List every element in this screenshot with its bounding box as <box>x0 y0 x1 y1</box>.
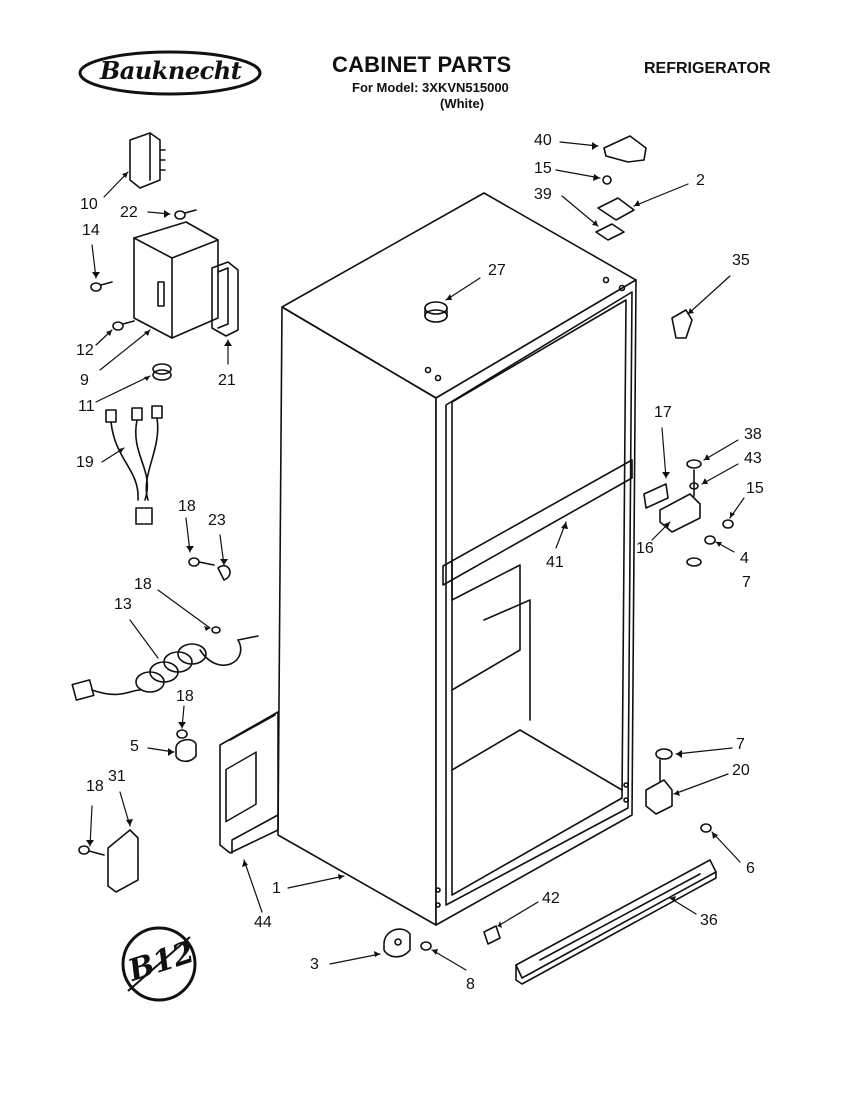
callout-44: 44 <box>254 914 272 931</box>
part-18-screw-a <box>188 557 215 567</box>
callout-12: 12 <box>76 342 94 359</box>
callout-10: 10 <box>80 196 98 213</box>
part-42-clip <box>483 925 501 945</box>
part-7-washer-lower <box>655 748 673 760</box>
callout-31: 31 <box>108 768 126 785</box>
page-title: CABINET PARTS <box>332 52 512 77</box>
callout-1: 1 <box>272 880 281 897</box>
callout-arrowheads <box>86 142 735 957</box>
part-15-screw-center <box>722 519 734 529</box>
brand-name: Bauknecht <box>100 56 242 85</box>
callout-41: 41 <box>546 554 564 571</box>
part-43-pin <box>689 469 699 497</box>
part-14-screw <box>90 281 113 292</box>
part-44-bracket-panel <box>219 711 279 854</box>
callout-18-cover: 18 <box>86 778 104 795</box>
part-20-lower-hinge <box>645 759 673 815</box>
callout-35: 35 <box>732 252 750 269</box>
callout-13: 13 <box>114 596 132 613</box>
part-40-hinge-cover <box>603 135 647 163</box>
callout-7-center: 7 <box>742 574 751 591</box>
callout-15-center: 15 <box>746 480 764 497</box>
callout-14: 14 <box>82 222 100 239</box>
callout-23: 23 <box>208 512 226 529</box>
callout-7-lower: 7 <box>736 736 745 753</box>
part-10-connector <box>129 132 166 189</box>
callout-22: 22 <box>120 204 138 221</box>
callout-8: 8 <box>466 976 475 993</box>
brand-logo-oval <box>78 50 262 96</box>
callout-17: 17 <box>654 404 672 421</box>
callout-36: 36 <box>700 912 718 929</box>
part-39-shim <box>595 223 625 241</box>
part-3-bottom-hinge <box>383 928 411 958</box>
callout-38: 38 <box>744 426 762 443</box>
callout-21: 21 <box>218 372 236 389</box>
part-6-screw <box>700 823 712 833</box>
callout-2: 2 <box>696 172 705 189</box>
model-number: For Model: 3XKVN515000 <box>352 80 509 95</box>
part-35-hinge-cap <box>671 309 693 339</box>
part-38-washer <box>686 459 702 469</box>
part-4-screw <box>704 535 716 545</box>
callout-3: 3 <box>310 956 319 973</box>
part-9-control-box <box>133 221 219 339</box>
brand-logo <box>78 50 263 96</box>
callout-9: 9 <box>80 372 89 389</box>
part-7-washer-center <box>686 557 702 567</box>
callout-40: 40 <box>534 132 552 149</box>
callout-39: 39 <box>534 186 552 203</box>
part-21-handle-bracket <box>211 261 239 337</box>
part-13-power-cord <box>71 626 259 701</box>
callout-43: 43 <box>744 450 762 467</box>
part-12-screw <box>112 320 135 331</box>
part-8-screw <box>420 941 432 951</box>
callout-16: 16 <box>636 540 654 557</box>
callout-20: 20 <box>732 762 750 779</box>
callout-18-upper: 18 <box>178 498 196 515</box>
part-23-clip <box>217 564 231 581</box>
callout-6: 6 <box>746 860 755 877</box>
callout-19: 19 <box>76 454 94 471</box>
callout-42: 42 <box>542 890 560 907</box>
part-5-clamp <box>175 729 197 763</box>
part-19-wire-harness <box>105 405 163 525</box>
cabinet-body <box>277 192 637 926</box>
appliance-category: REFRIGERATOR <box>644 60 771 77</box>
part-16-center-hinge <box>643 483 701 533</box>
callout-18-clamp: 18 <box>176 688 194 705</box>
callout-15-top: 15 <box>534 160 552 177</box>
model-variant: (White) <box>440 96 485 111</box>
part-2-top-hinge <box>597 197 635 221</box>
part-11-grommet <box>152 363 172 381</box>
callout-4: 4 <box>740 550 749 567</box>
part-15-screw-top <box>602 175 612 185</box>
callout-5: 5 <box>130 738 139 755</box>
callout-18-cord: 18 <box>134 576 152 593</box>
part-31-cover <box>78 829 139 893</box>
part-22-screw <box>174 209 197 220</box>
callout-27: 27 <box>488 262 506 279</box>
part-27-plug-button <box>424 301 448 323</box>
revision-stamp <box>121 926 197 1002</box>
part-36-toe-grille <box>515 859 717 985</box>
callout-11: 11 <box>78 398 95 415</box>
